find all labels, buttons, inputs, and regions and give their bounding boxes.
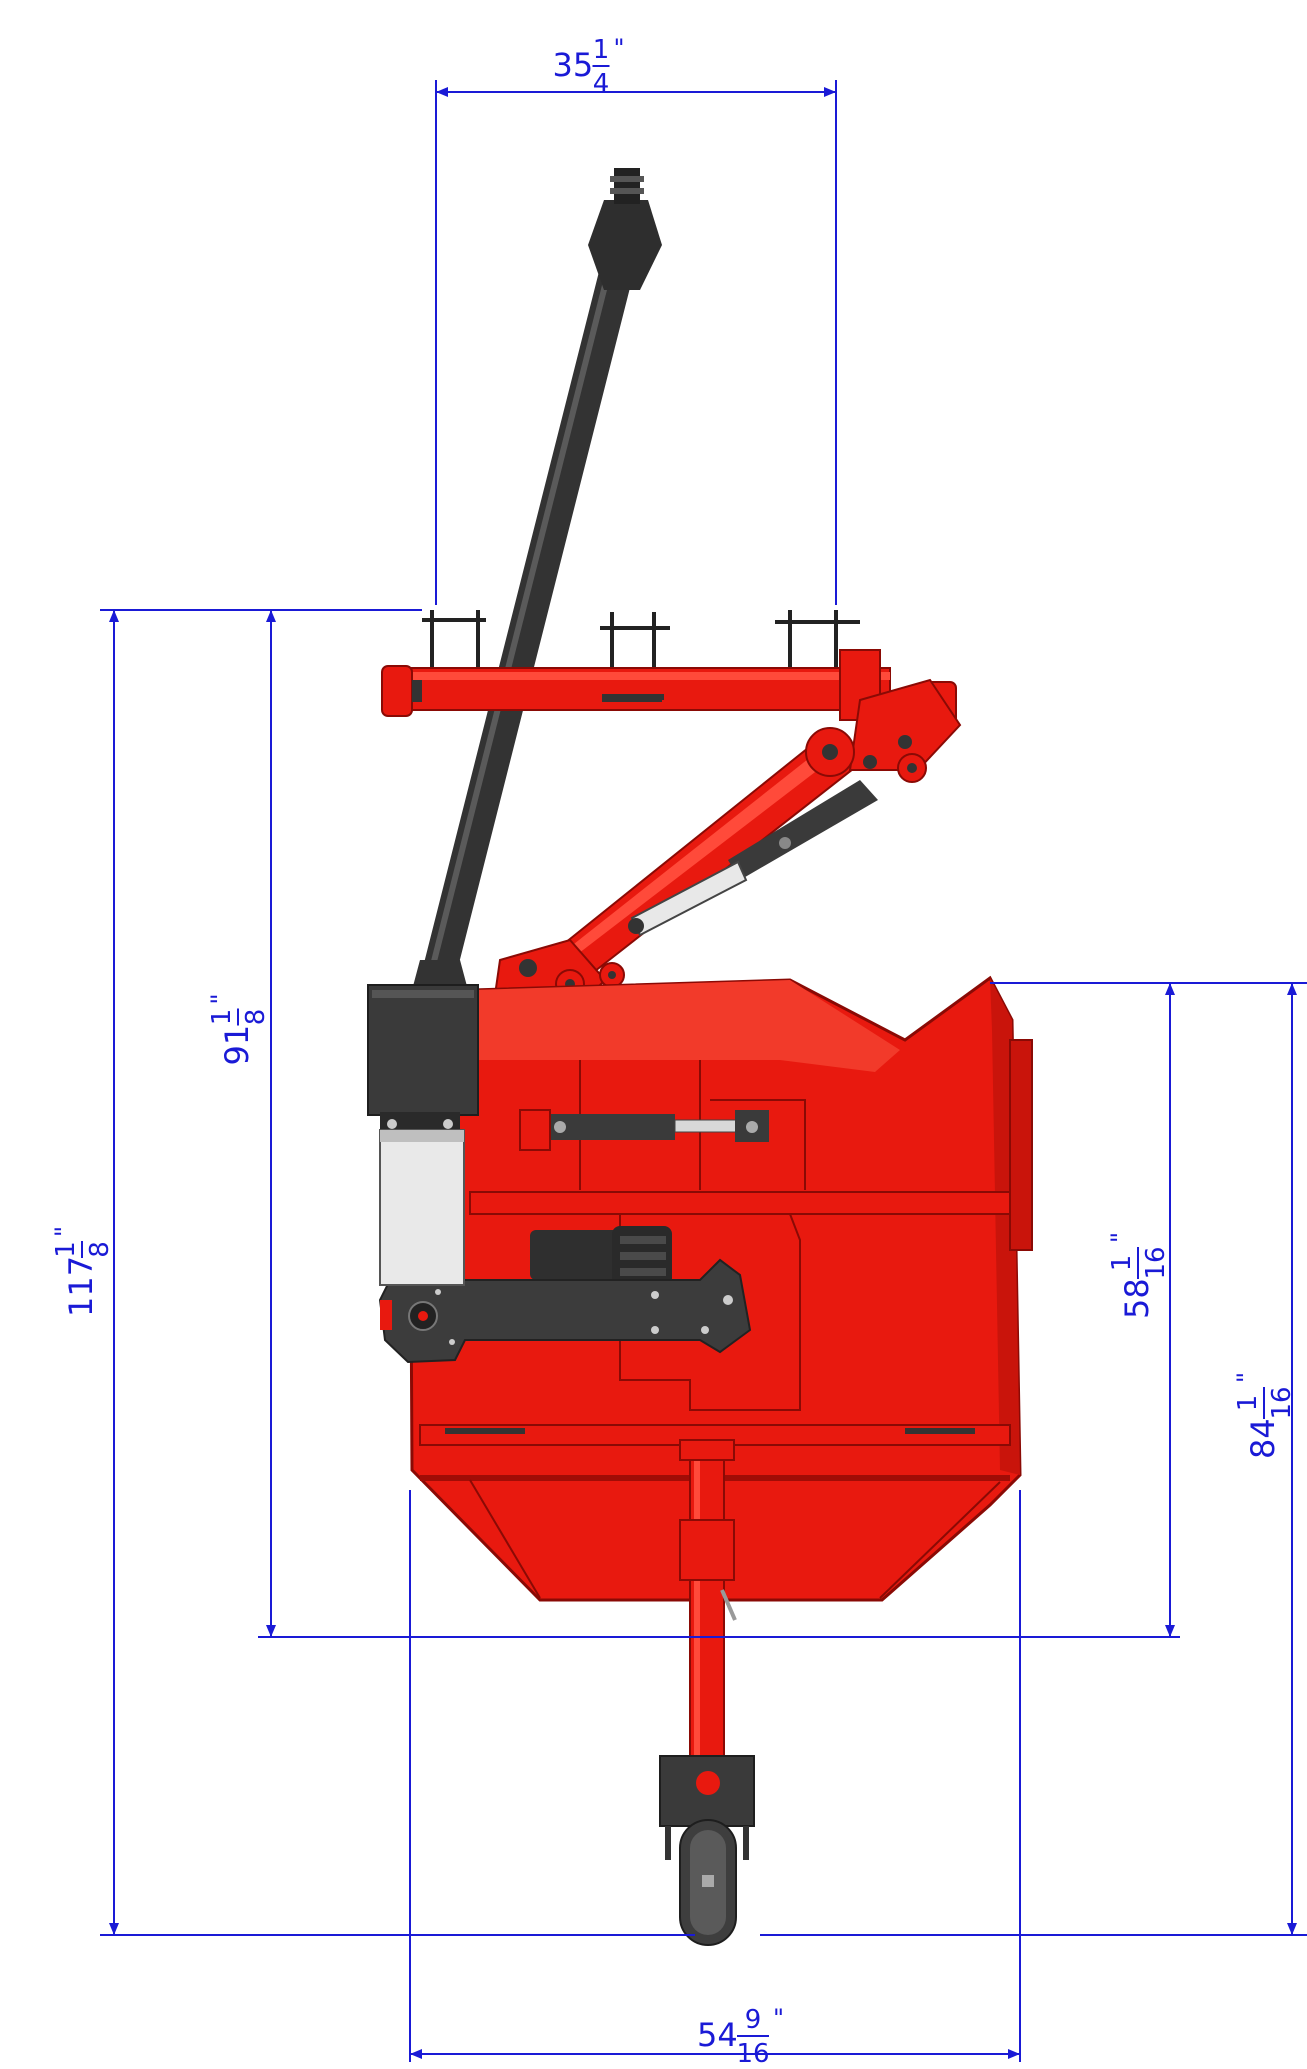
dimension-unit: " — [773, 2004, 784, 2032]
dimension-denominator: 16 — [736, 2039, 769, 2069]
dimension-numerator: 1 — [51, 1241, 81, 1258]
dimension-numerator: 1 — [1233, 1395, 1263, 1412]
dimension-whole: 54 — [697, 2016, 738, 2054]
tail-wheel-assembly — [659, 1439, 755, 1946]
dimension-unit: " — [1106, 1232, 1134, 1243]
dimension-whole: 58 — [1118, 1278, 1156, 1319]
dimension-numerator: 1 — [1107, 1255, 1137, 1272]
dimension-unit: " — [614, 34, 625, 62]
dimension-numerator: 1 — [593, 35, 610, 65]
dimension-top — [435, 80, 837, 605]
dimension-whole: 117 — [62, 1256, 100, 1317]
dimension-left-inner — [258, 609, 1180, 1638]
belt-guard — [379, 1129, 465, 1286]
dimension-unit: " — [50, 1226, 78, 1237]
dimension-whole: 35 — [553, 46, 594, 84]
dimension-bottom — [409, 1490, 1021, 2062]
dimension-denominator: 16 — [1141, 1246, 1171, 1279]
mower-machine — [367, 168, 1033, 1946]
dimension-unit: " — [1232, 1372, 1260, 1383]
dimension-numerator: 1 — [207, 1009, 237, 1026]
dimension-unit: " — [206, 993, 234, 1004]
dimension-whole: 84 — [1244, 1418, 1282, 1459]
dimension-right-outer — [760, 982, 1307, 1936]
mower-deck — [378, 698, 1033, 1602]
pto-driveshaft — [412, 168, 662, 1002]
dimension-whole: 91 — [218, 1025, 256, 1066]
dimension-denominator: 16 — [1267, 1386, 1297, 1419]
dimension-denominator: 8 — [85, 1241, 115, 1258]
dimension-denominator: 8 — [241, 1009, 271, 1026]
dimension-lines — [100, 80, 1307, 2062]
gearbox — [367, 984, 479, 1130]
dimension-denominator: 4 — [593, 69, 610, 99]
dimension-numerator: 9 — [745, 2005, 762, 2035]
